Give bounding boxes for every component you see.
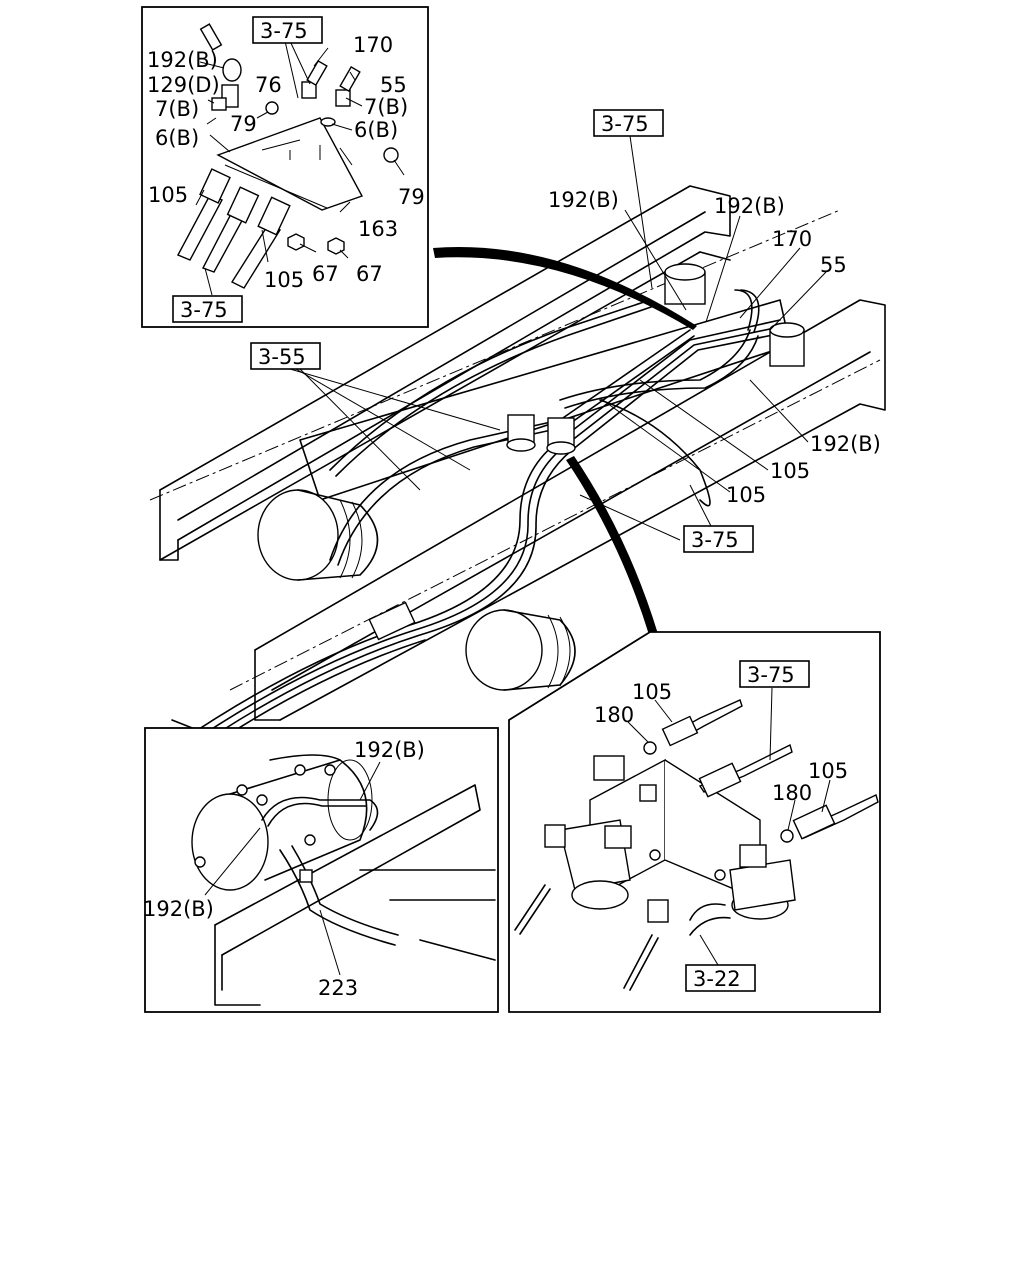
label-180-right-br: 180 [772, 781, 812, 805]
ref-3-75-inset-bottom: 3-75 [180, 298, 228, 322]
label-192b-b: 192(B) [714, 194, 785, 218]
label-67-right: 67 [356, 262, 383, 286]
label-7b-left: 7(B) [155, 97, 199, 121]
ref-3-22-inset-br: 3-22 [693, 967, 741, 991]
main-labels: 3-75 3-55 3-75 192(B) 192(B) 170 55 192(… [250, 109, 881, 553]
label-170-main: 170 [772, 227, 812, 251]
label-223: 223 [318, 976, 358, 1000]
ref-3-75-inset-br: 3-75 [747, 663, 795, 687]
label-55: 55 [380, 73, 407, 97]
label-192b-c: 192(B) [810, 432, 881, 456]
ref-3-55-main: 3-55 [258, 345, 306, 369]
label-192b-left: 192(B) [143, 897, 214, 921]
ref-3-75-inset-top: 3-75 [260, 19, 308, 43]
label-105-left-br: 105 [632, 680, 672, 704]
inset-bottom-left: 192(B) 192(B) 223 [143, 727, 499, 1013]
ref-3-75-main-mid: 3-75 [691, 528, 739, 552]
label-79-right: 79 [398, 185, 425, 209]
label-192b: 192(B) [147, 48, 218, 72]
label-192b-a: 192(B) [548, 188, 619, 212]
label-79-mid: 79 [230, 112, 257, 136]
label-105-right-br: 105 [808, 759, 848, 783]
label-55-main: 55 [820, 253, 847, 277]
label-76: 76 [255, 73, 282, 97]
label-6b-right: 6(B) [354, 118, 398, 142]
label-7b-right: 7(B) [364, 95, 408, 119]
label-105-a: 105 [770, 459, 810, 483]
inset-bottom-right: 3-75 3-22 105 180 105 180 [508, 631, 881, 1013]
label-163: 163 [358, 217, 398, 241]
inset-top-left: 3-75 3-75 192(B) 129(D) 76 7(B) 6(B) 79 … [141, 6, 429, 328]
ref-3-75-main-top: 3-75 [601, 112, 649, 136]
label-170: 170 [353, 33, 393, 57]
label-105-bottom: 105 [264, 268, 304, 292]
label-180-left-br: 180 [594, 703, 634, 727]
label-105-left: 105 [148, 183, 188, 207]
label-129d: 129(D) [147, 73, 220, 97]
label-67-left: 67 [312, 262, 339, 286]
label-192b-top: 192(B) [354, 738, 425, 762]
label-105-b: 105 [726, 483, 766, 507]
label-6b-left: 6(B) [155, 126, 199, 150]
